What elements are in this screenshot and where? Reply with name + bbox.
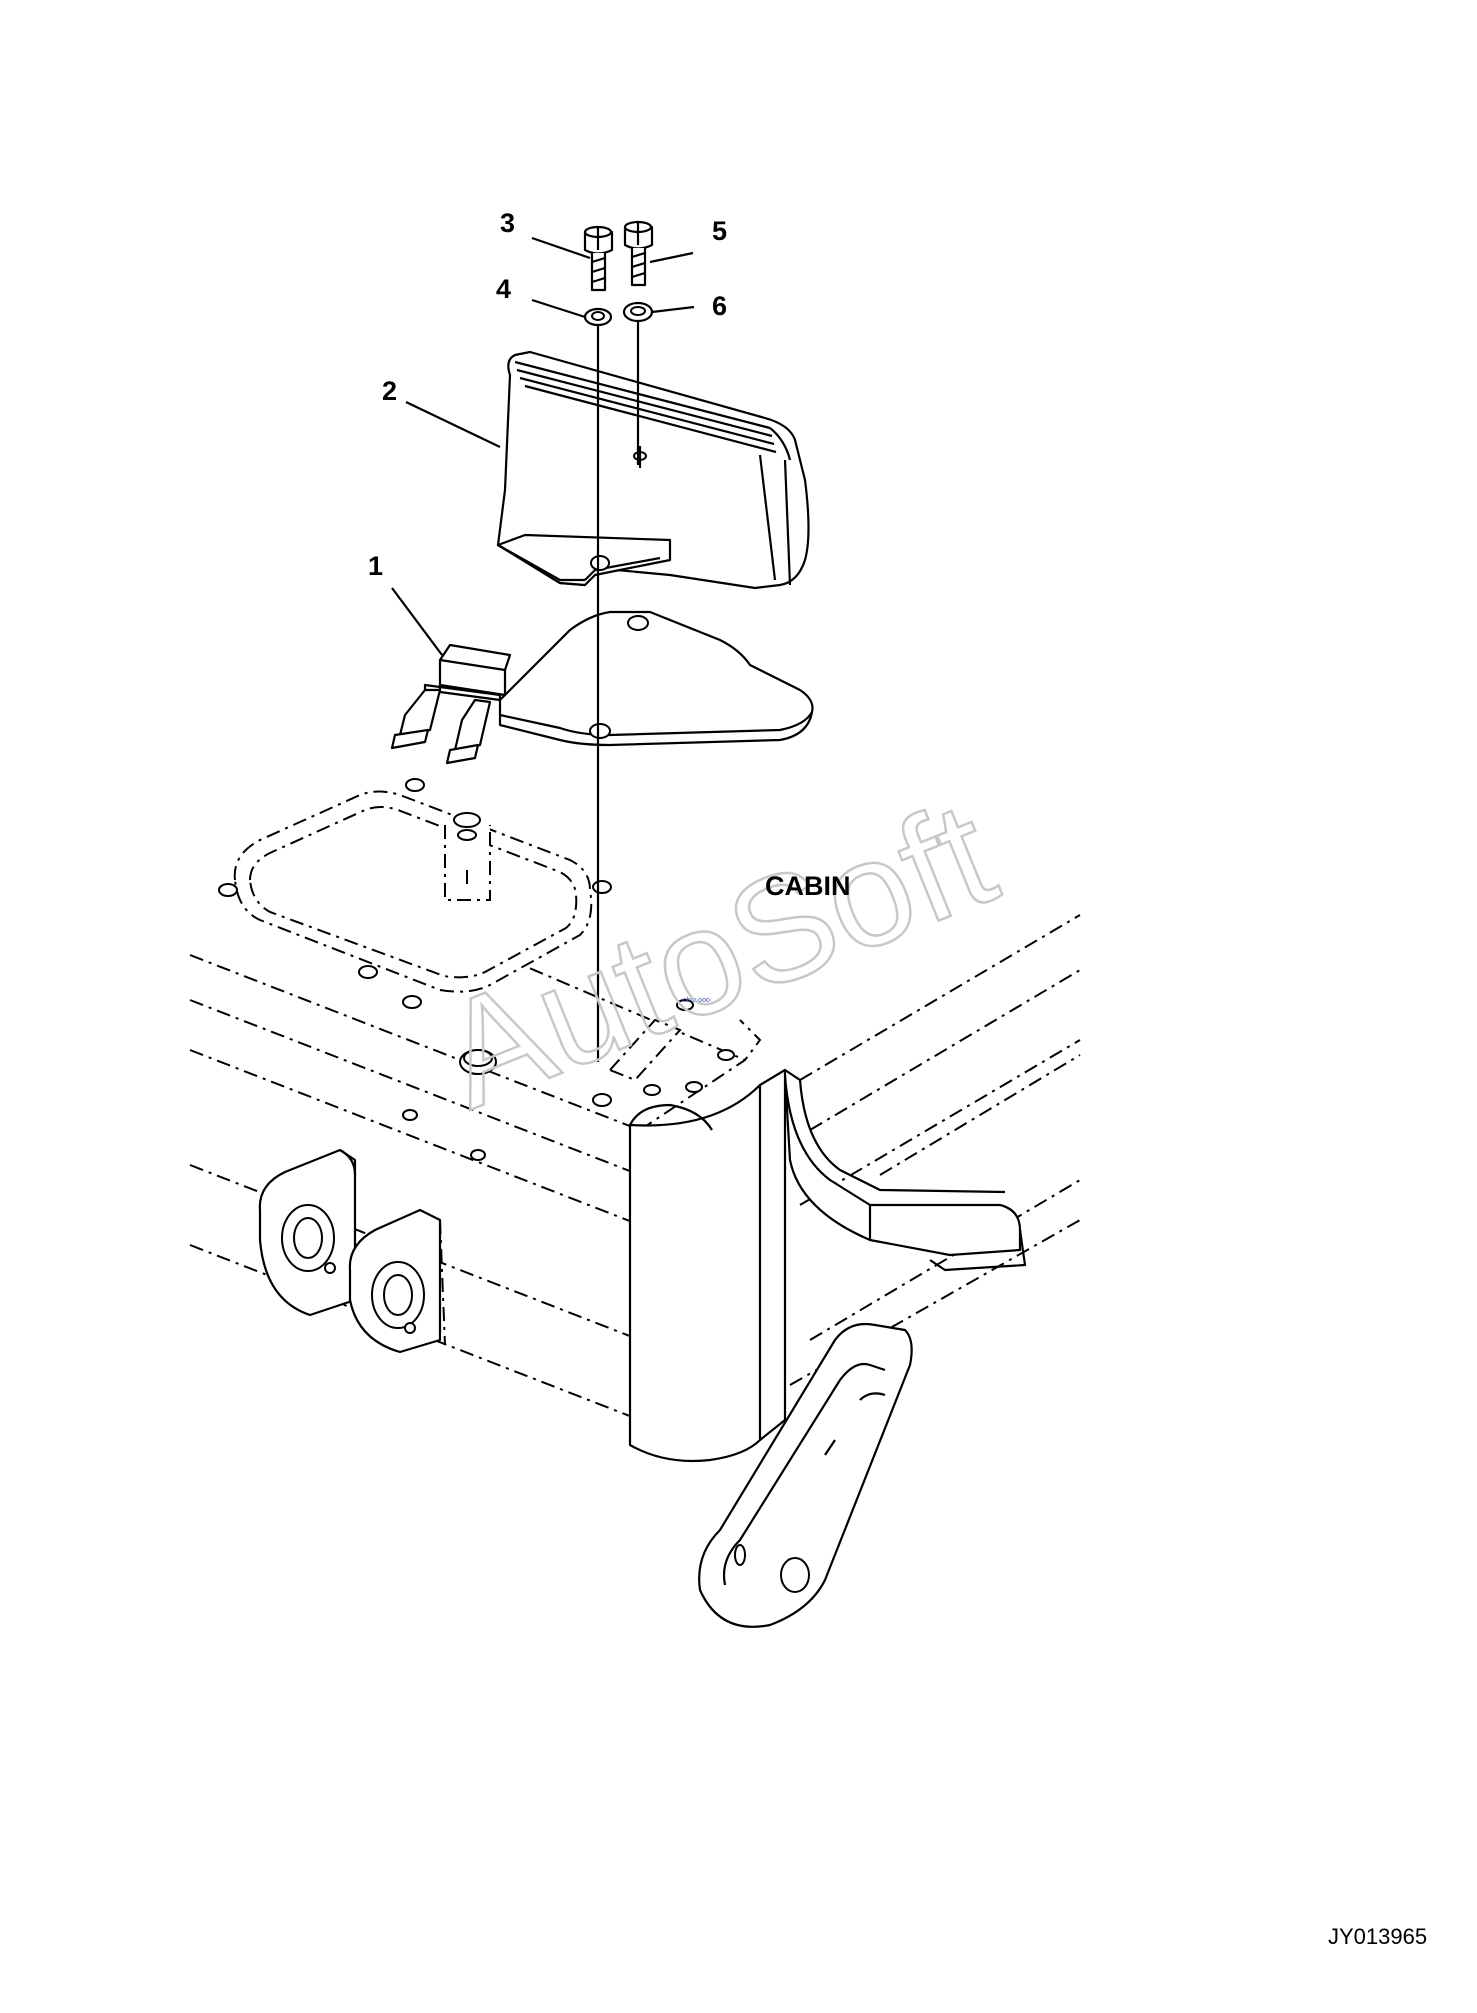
callout-6: 6 — [712, 291, 727, 321]
callout-4: 4 — [496, 274, 511, 304]
svg-text:ohio ooo: ohio ooo — [683, 997, 710, 1004]
callout-3: 3 — [500, 208, 515, 238]
frame-column — [628, 1068, 801, 1463]
watermark-text: AutoSoft — [419, 768, 1015, 1139]
callout-5: 5 — [712, 216, 727, 246]
part-2-cover-housing — [496, 350, 810, 590]
callout-1: 1 — [368, 551, 383, 581]
callout-2: 2 — [382, 376, 397, 406]
support-beam — [783, 1073, 1027, 1272]
bolt-3 — [583, 225, 614, 292]
callouts: 3 5 4 6 2 1 — [368, 208, 727, 581]
part-1-mount-bracket — [390, 610, 814, 765]
bolt-5 — [623, 220, 654, 287]
machine-frame: ohio ooo — [189, 778, 1081, 1421]
drawing-code: JY013965 — [1328, 1924, 1427, 1949]
leader-lines — [391, 236, 695, 656]
washer-4 — [583, 307, 613, 327]
fasteners — [583, 220, 654, 1062]
lug-brackets — [258, 1148, 446, 1354]
washer-6 — [622, 301, 654, 323]
lower-arm — [698, 1322, 913, 1628]
cabin-label: CABIN — [765, 871, 851, 901]
